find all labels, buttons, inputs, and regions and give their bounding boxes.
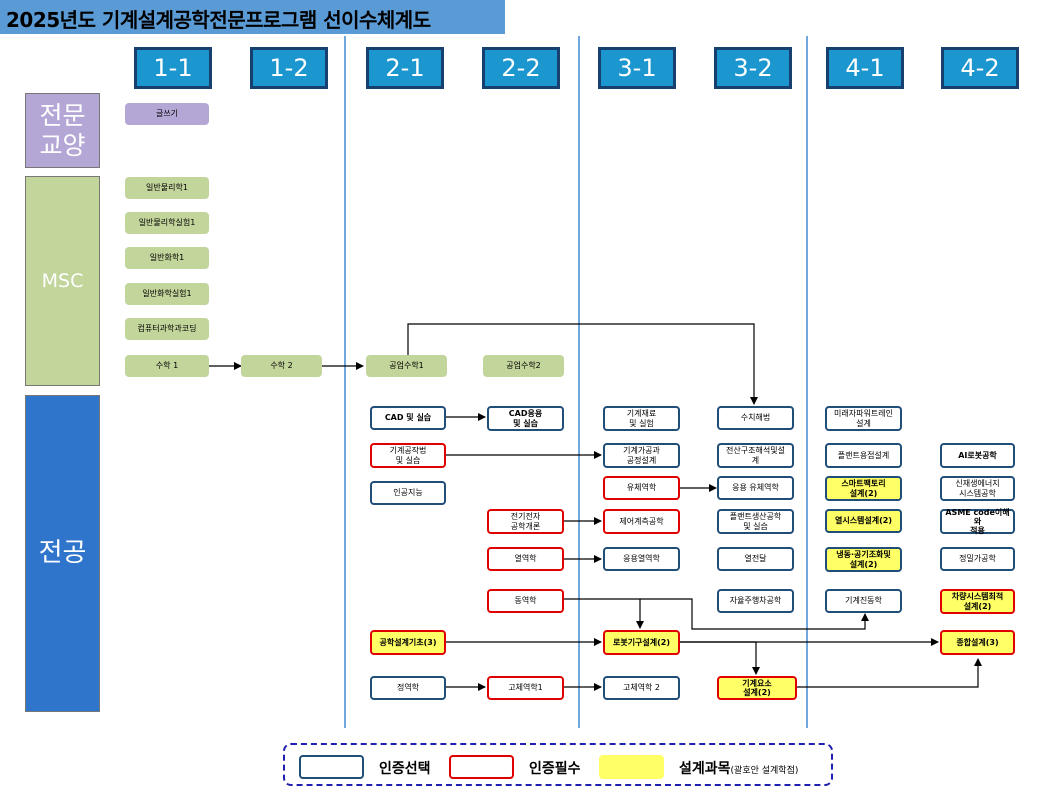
arrow-dynamics-robot: [564, 598, 644, 629]
course-machine-elements: 기계요소 설계(2): [717, 676, 797, 700]
semester-header-3-2: 3-2: [714, 47, 792, 89]
course-control: 제어계측공학: [603, 509, 680, 534]
course-hvac: 냉동·공기조화및 설계(2): [825, 547, 902, 572]
course-process-design: 기계가공과 공정설계: [603, 443, 680, 468]
course-physics1: 일반물리학1: [125, 177, 209, 199]
course-asme: ASME code이해와 적용: [940, 508, 1015, 535]
semester-header-3-1: 3-1: [598, 47, 676, 89]
category-msc: MSC: [25, 176, 100, 386]
course-robot-design: 로봇기구설계(2): [603, 630, 680, 655]
legend-design-text: 설계과목(괄호안 설계학점): [679, 758, 798, 778]
course-smart-factory: 스마트팩토리 설계(2): [825, 476, 902, 501]
course-dynamics: 동역학: [487, 589, 564, 613]
course-fea: 전산구조해석및설 계: [717, 443, 794, 468]
course-autonomous: 자율주행차공학: [717, 589, 794, 613]
course-chemistry-lab1: 일반화학실험1: [125, 283, 209, 305]
course-materials: 기계재료 및 실험: [603, 406, 680, 431]
course-heat-transfer: 열전달: [717, 547, 794, 571]
course-numerical: 수치해법: [717, 406, 794, 430]
legend: 인증선택 인증필수 설계과목(괄호안 설계학점): [283, 743, 833, 786]
semester-header-4-2: 4-2: [941, 47, 1019, 89]
course-writing: 글쓰기: [125, 103, 209, 125]
semester-header-2-1: 2-1: [366, 47, 444, 89]
course-elec: 전기전자 공학개론: [487, 509, 564, 534]
course-design-basic: 공학설계기초(3): [370, 630, 446, 655]
course-math1: 수학 1: [125, 355, 209, 377]
course-capstone: 종합설계(3): [940, 630, 1015, 655]
year-separator-2: [344, 36, 346, 728]
page-title: 2025년도 기계설계공학전문프로그램 선이수체계도: [6, 8, 431, 32]
course-statics: 정역학: [370, 676, 446, 700]
category-general: 전문 교양: [25, 93, 100, 168]
course-vibration: 기계진동학: [825, 589, 902, 613]
legend-required-swatch: [449, 755, 514, 779]
semester-header-1-2: 1-2: [250, 47, 328, 89]
legend-design-label: 설계과목: [679, 761, 731, 777]
course-plant-weld: 플랜트용접설계: [825, 443, 902, 468]
course-eng-math1: 공업수학1: [366, 355, 447, 377]
arrow-dynamics-vibration: [640, 598, 869, 630]
course-ai: 인공지능: [370, 481, 446, 505]
course-ai-robot: AI로봇공학: [940, 443, 1015, 468]
course-eng-math2: 공업수학2: [483, 355, 564, 377]
legend-required-label: 인증필수: [529, 761, 581, 777]
course-solid1: 고체역학1: [487, 676, 564, 700]
arrow-engmath1-numerical: [407, 323, 758, 405]
legend-design-swatch: [599, 755, 664, 779]
course-applied-fluid: 응용 유체역학: [717, 476, 794, 500]
legend-design-note: (괄호안 설계학점): [730, 766, 799, 776]
semester-header-4-1: 4-1: [826, 47, 904, 89]
course-thermal-system: 열시스템설계(2): [825, 509, 902, 533]
course-future-vehicle: 미래자파워트레인 설계: [825, 406, 902, 431]
semester-header-1-1: 1-1: [134, 47, 212, 89]
course-thermo: 열역학: [487, 547, 564, 571]
category-major: 전공: [25, 395, 100, 712]
year-separator-3: [578, 36, 580, 728]
course-chemistry1: 일반화학1: [125, 247, 209, 269]
arrow-elements-capstone: [797, 658, 982, 688]
year-separator-4: [806, 36, 808, 728]
course-computer-coding: 컴퓨터과학과코딩: [125, 318, 209, 340]
course-fluid: 유체역학: [603, 476, 680, 500]
course-machine-practice: 기계공작법 및 실습: [370, 443, 446, 468]
course-plant-prod: 플랜트생산공학 및 실습: [717, 509, 794, 534]
course-math2: 수학 2: [241, 355, 322, 377]
legend-selected-swatch: [299, 755, 364, 779]
course-vehicle-opt: 차량시스템최적 설계(2): [940, 589, 1015, 614]
course-renewable: 신재생에너지 시스템공학: [940, 476, 1015, 501]
arrow-robot-elements: [680, 641, 760, 675]
course-precision: 정밀가공학: [940, 547, 1015, 571]
course-applied-thermo: 응용열역학: [603, 547, 680, 571]
semester-header-2-2: 2-2: [482, 47, 560, 89]
course-cad-app: CAD응용 및 실습: [487, 406, 564, 431]
title-bar: 2025년도 기계설계공학전문프로그램 선이수체계도: [0, 0, 505, 34]
course-solid2: 고체역학 2: [603, 676, 680, 700]
legend-selected-label: 인증선택: [379, 761, 431, 777]
course-cad: CAD 및 실습: [370, 406, 446, 430]
course-physics-lab1: 일반물리학실험1: [125, 212, 209, 234]
